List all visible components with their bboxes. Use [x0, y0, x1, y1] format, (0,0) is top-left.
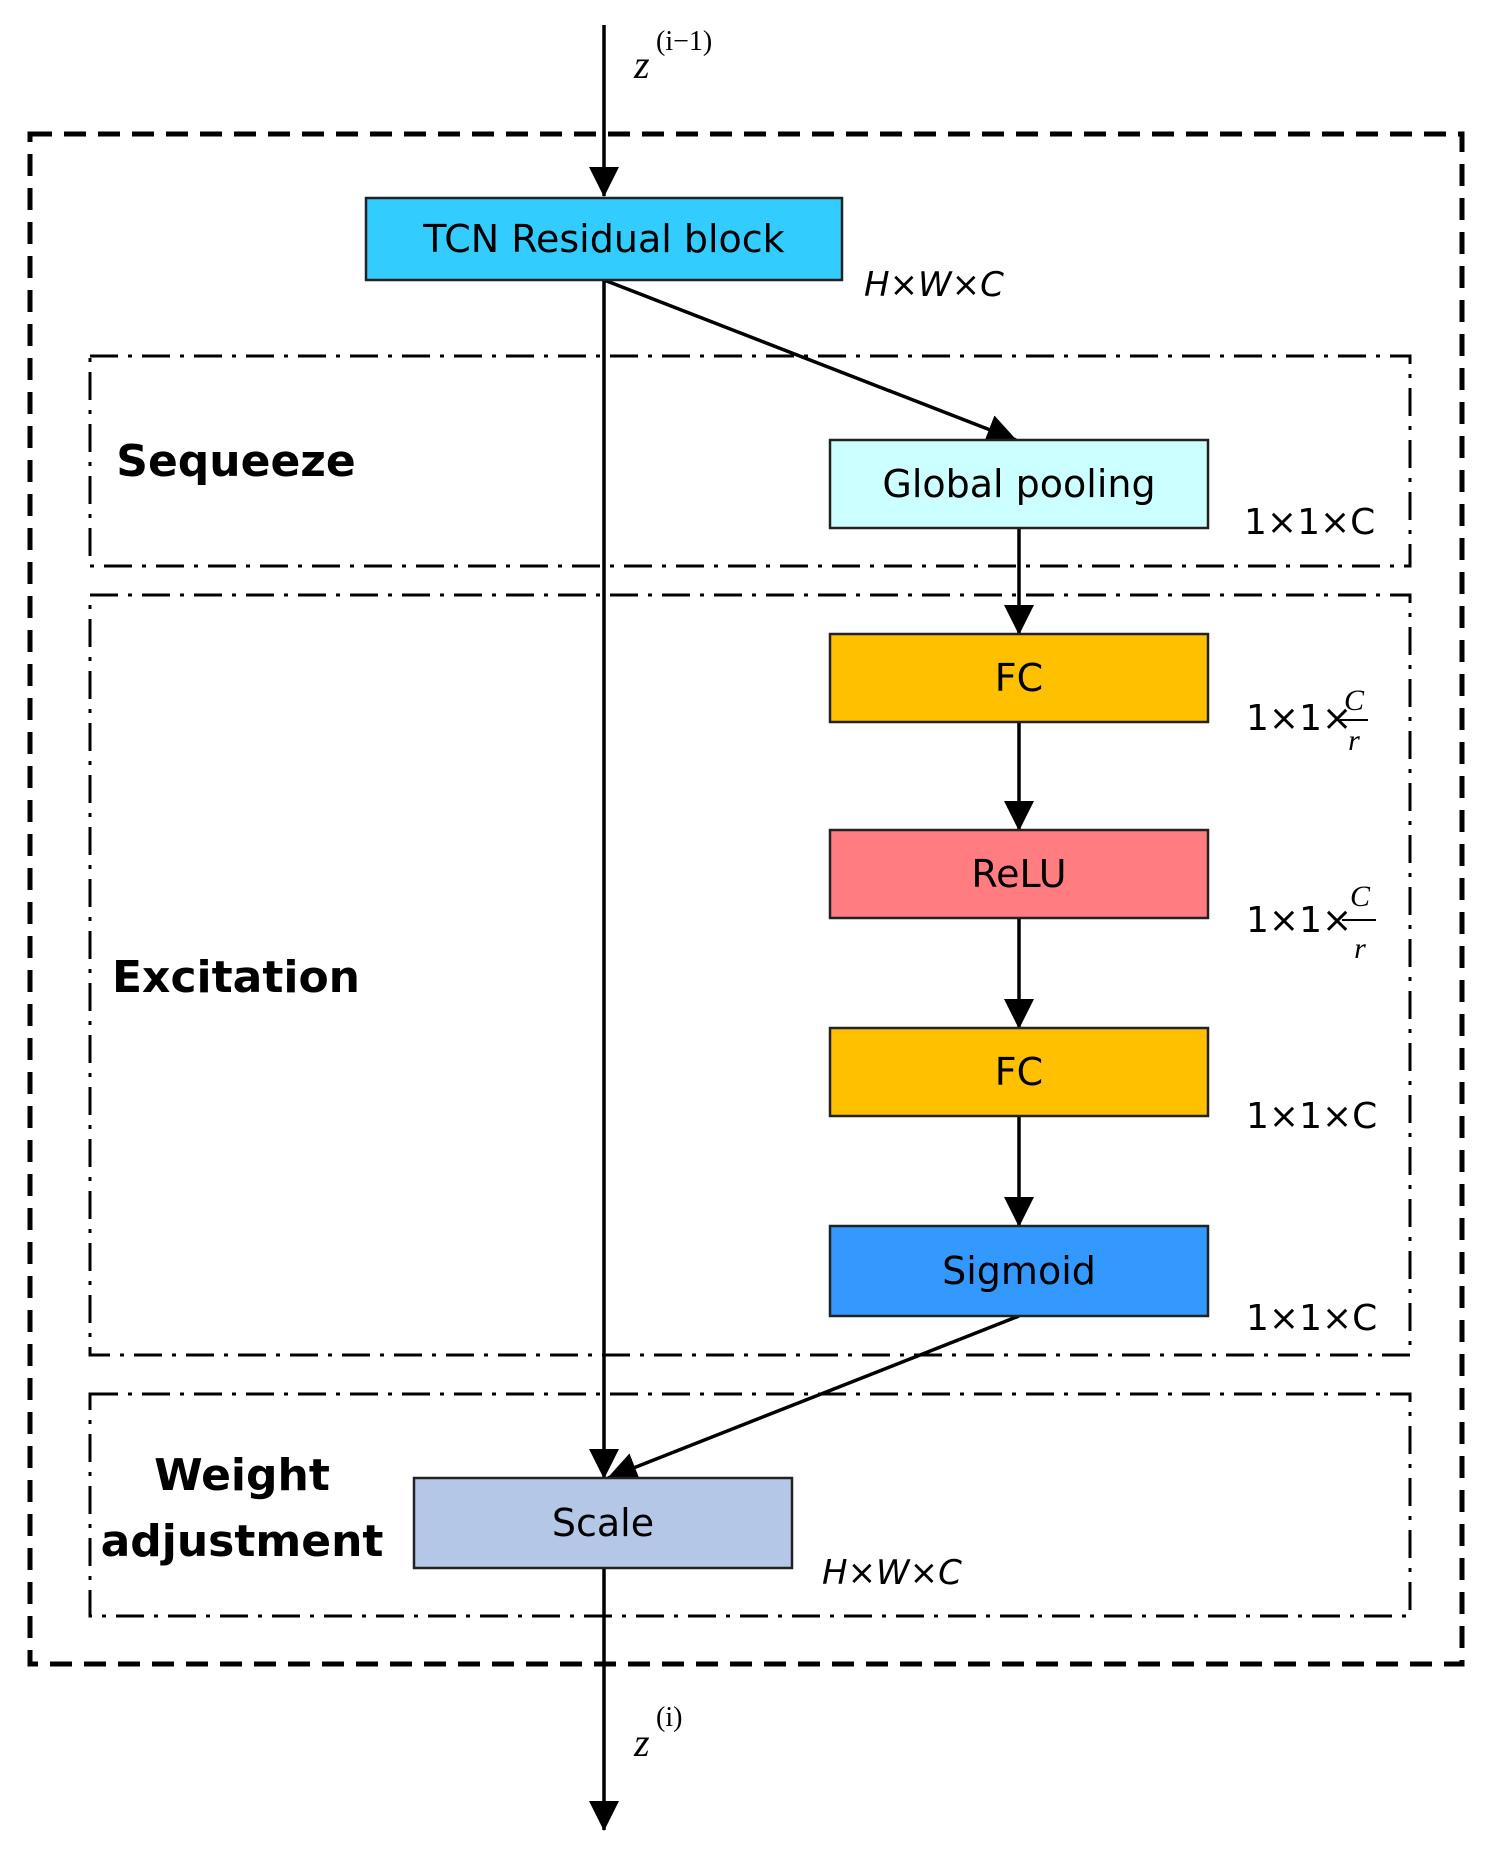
fc1-fraction-numerator: C — [1344, 684, 1365, 717]
fc2-block: FC — [828, 1026, 1210, 1118]
relu-block: ReLU — [828, 828, 1210, 920]
output-label: z (i) — [633, 1702, 682, 1765]
fc1-dimension-prefix: 1×1× — [1246, 698, 1352, 739]
tcn-dimension-label: H×W×C — [864, 265, 1004, 305]
input-label: z (i−1) — [633, 26, 712, 87]
relu-label: ReLU — [971, 852, 1066, 896]
sigmoid-label: Sigmoid — [942, 1249, 1096, 1293]
relu-dimension-prefix: 1×1× — [1246, 900, 1352, 941]
pooling-dimension-label: 1×1×C — [1244, 502, 1375, 543]
fc1-dimension-label: 1×1× C r — [1246, 684, 1368, 757]
relu-fraction-numerator: C — [1350, 880, 1371, 913]
fc1-fraction-denominator: r — [1348, 724, 1360, 757]
relu-dimension-label: 1×1× C r — [1246, 880, 1376, 965]
global-pooling-block: Global pooling — [828, 438, 1210, 530]
scale-label: Scale — [552, 1501, 654, 1545]
squeeze-section-frame — [88, 354, 1412, 568]
sigmoid-to-scale-arrow — [607, 1314, 1020, 1482]
outer-block-frame — [27, 131, 1465, 1667]
input-label-base: z — [633, 42, 650, 87]
tcn-residual-block: TCN Residual block — [364, 196, 844, 282]
input-label-sup: (i−1) — [656, 26, 712, 57]
tcn-residual-block-label: TCN Residual block — [422, 217, 784, 261]
squeeze-section-label: Sequeeze — [116, 436, 356, 487]
global-pooling-label: Global pooling — [882, 462, 1155, 506]
weight-adjustment-section-frame — [88, 1392, 1412, 1618]
fc2-dimension-label: 1×1×C — [1246, 1096, 1377, 1137]
weight-section-label-line1: Weight — [154, 1450, 330, 1501]
relu-fraction-denominator: r — [1354, 932, 1366, 965]
output-label-sup: (i) — [656, 1702, 682, 1733]
sigmoid-block: Sigmoid — [828, 1224, 1210, 1318]
scale-dimension-label: H×W×C — [822, 1553, 962, 1593]
weight-section-label-line2: adjustment — [101, 1516, 384, 1567]
fc2-label: FC — [995, 1050, 1043, 1094]
output-label-base: z — [633, 1720, 650, 1765]
sigmoid-dimension-label: 1×1×C — [1246, 1298, 1377, 1339]
fc1-label: FC — [995, 656, 1043, 700]
scale-block: Scale — [412, 1476, 794, 1570]
tcn-to-pooling-arrow — [603, 278, 1017, 444]
fc1-block: FC — [828, 632, 1210, 724]
excitation-section-label: Excitation — [112, 952, 360, 1003]
